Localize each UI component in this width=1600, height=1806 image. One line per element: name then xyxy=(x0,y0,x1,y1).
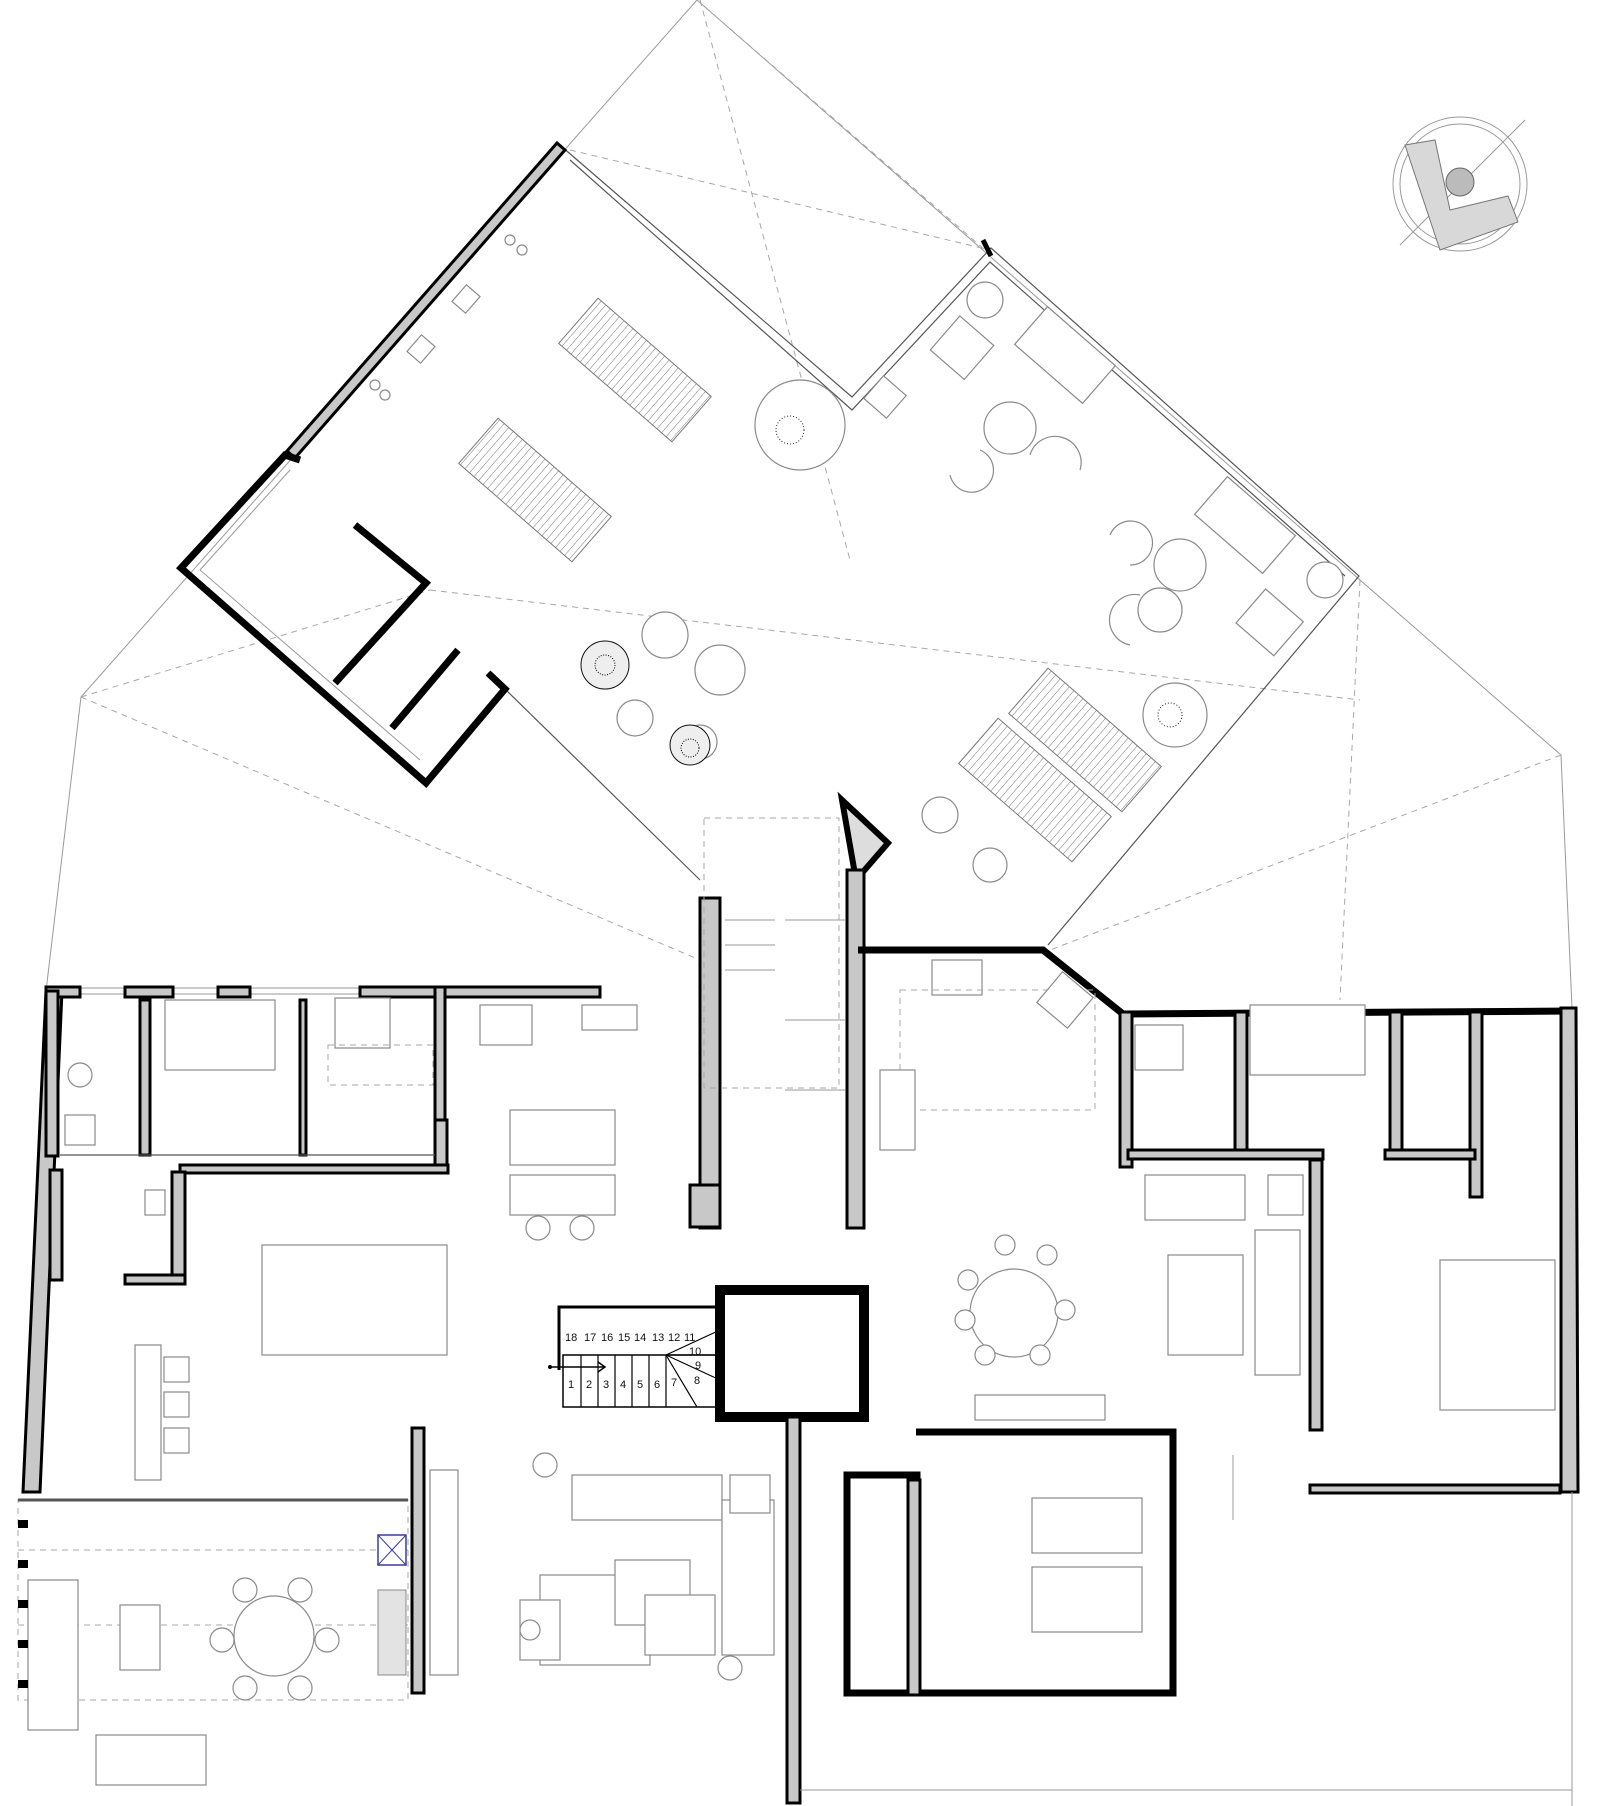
plant-icon xyxy=(580,379,1208,766)
terrace-furniture xyxy=(616,281,1344,883)
stair-step-number: 4 xyxy=(620,1379,626,1391)
stair-step-number: 10 xyxy=(689,1346,701,1358)
left-apartment xyxy=(17,985,775,1786)
cooktop-icon xyxy=(369,234,528,401)
stair-step-number: 9 xyxy=(695,1360,701,1372)
stair-step-number: 14 xyxy=(634,1332,646,1344)
roof-terrace xyxy=(175,140,1360,946)
stair-step-number: 5 xyxy=(637,1379,643,1391)
stair-step-number: 6 xyxy=(654,1379,660,1391)
stair-step-number: 17 xyxy=(584,1332,596,1344)
stair-step-number: 16 xyxy=(601,1332,613,1344)
north-arrow-icon xyxy=(1392,116,1528,252)
stair-step-number: 12 xyxy=(668,1332,680,1344)
central-stair-hall xyxy=(410,817,869,1805)
stair-step-number: 13 xyxy=(652,1332,664,1344)
sun-lounger xyxy=(458,297,1162,863)
stair-step-number: 1 xyxy=(568,1379,574,1391)
stair-step-number: 2 xyxy=(586,1379,592,1391)
site-boundary xyxy=(45,0,1573,1009)
stair-step-number: 8 xyxy=(694,1375,700,1387)
stair-step-number: 3 xyxy=(603,1379,609,1391)
stair-step-number: 7 xyxy=(671,1377,677,1389)
stair-step-number: 11 xyxy=(684,1332,695,1344)
stair-step-number: 15 xyxy=(618,1332,630,1344)
elevator-icon xyxy=(377,1534,407,1566)
staircase: 18 17 16 15 14 13 12 11 1 2 3 4 5 6 7 8 … xyxy=(548,1305,721,1408)
stair-step-number: 18 xyxy=(565,1332,577,1344)
right-apartment xyxy=(843,946,1580,1697)
